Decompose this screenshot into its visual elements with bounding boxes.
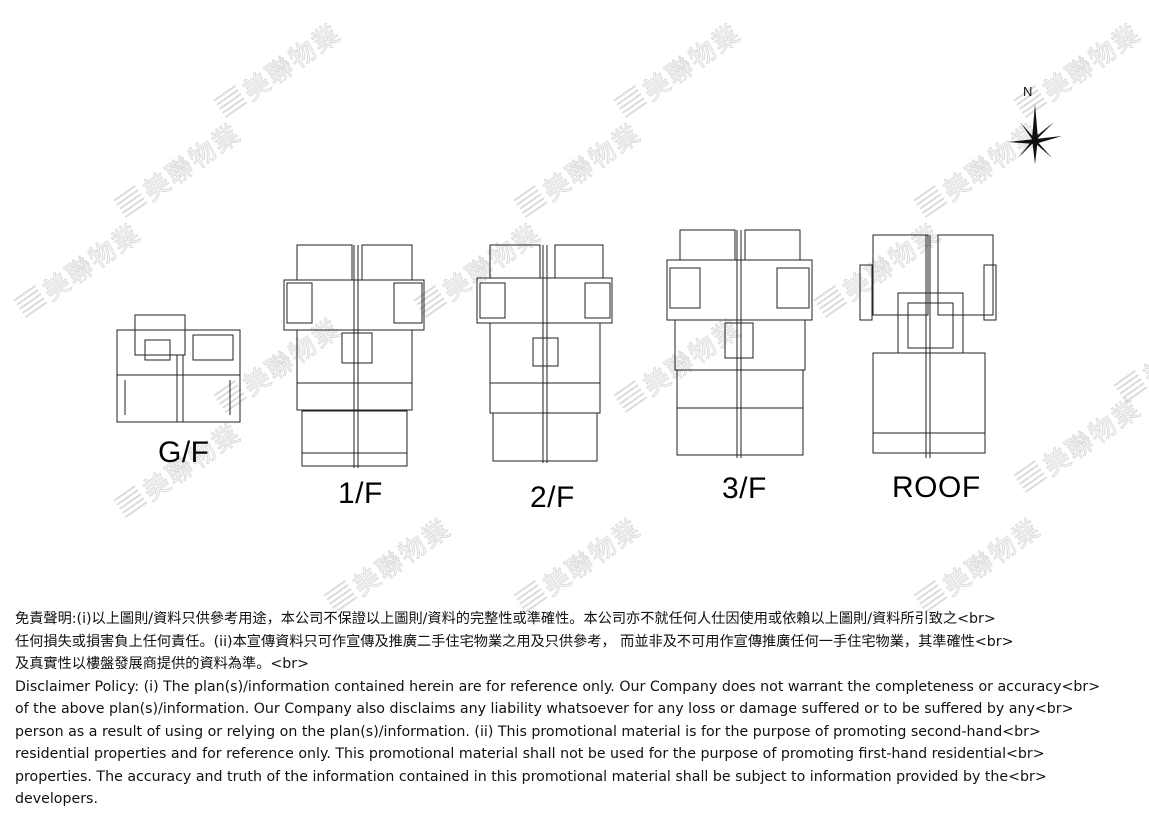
floor-label-1f: 1/F bbox=[338, 477, 383, 510]
disclaimer-line: 及真實性以樓盤發展商提供的資料為準。<br> bbox=[15, 656, 309, 672]
watermark-logo: 美聯物業 bbox=[1110, 294, 1149, 413]
watermark-logo: 美聯物業 bbox=[510, 504, 656, 623]
floor-label-roof: ROOF bbox=[892, 471, 981, 504]
watermark-text: 美聯物業 bbox=[1038, 393, 1148, 483]
watermark-bars-icon bbox=[13, 285, 48, 318]
floor-label-2f: 2/F bbox=[530, 481, 575, 514]
watermark-logo: 美聯物業 bbox=[110, 109, 256, 228]
watermark-bars-icon bbox=[1113, 370, 1148, 403]
floor-plan-roof bbox=[859, 234, 997, 458]
watermark-text: 美聯物業 bbox=[238, 18, 348, 108]
floor-plan-image: 美聯物業美聯物業美聯物業美聯物業美聯物業美聯物業美聯物業美聯物業美聯物業美聯物業… bbox=[13, 9, 1149, 613]
floor-label-3f: 3/F bbox=[722, 472, 767, 505]
watermark-bars-icon bbox=[113, 185, 148, 218]
disclaimer-line: 任何損失或損害負上任何責任。(ii)本宣傳資料只可作宣傳及推廣二手住宅物業之用及… bbox=[15, 633, 1014, 650]
disclaimer-line: Disclaimer Policy: (i) The plan(s)/infor… bbox=[15, 678, 1101, 695]
floor-plan-2f bbox=[476, 244, 613, 463]
watermark-bars-icon bbox=[113, 485, 148, 518]
watermark-bars-icon bbox=[613, 380, 648, 413]
watermark-text: 美聯物業 bbox=[1138, 303, 1149, 393]
floor-plan-gf bbox=[116, 314, 241, 423]
watermark-logo: 美聯物業 bbox=[320, 504, 466, 623]
watermark-logo: 美聯物業 bbox=[210, 9, 356, 128]
watermark-text: 美聯物業 bbox=[538, 513, 648, 603]
watermark-bars-icon bbox=[213, 85, 248, 118]
floor-label-gf: G/F bbox=[158, 436, 210, 469]
disclaimer-line: residential properties and for reference… bbox=[15, 746, 1045, 762]
watermark-bars-icon bbox=[913, 185, 948, 218]
watermark-text: 美聯物業 bbox=[348, 513, 458, 603]
compass-star-icon bbox=[1008, 104, 1062, 164]
watermark-text: 美聯物業 bbox=[638, 18, 748, 108]
disclaimer-line: person as a result of using or relying o… bbox=[15, 723, 1041, 740]
disclaimer-line: properties. The accuracy and truth of th… bbox=[15, 768, 1047, 785]
watermark-logo: 美聯物業 bbox=[610, 9, 756, 128]
watermark-bars-icon bbox=[513, 185, 548, 218]
watermark-bars-icon bbox=[813, 285, 848, 318]
watermark-bars-icon bbox=[613, 85, 648, 118]
watermark-logo: 美聯物業 bbox=[1010, 384, 1149, 503]
floor-plan-3f bbox=[666, 229, 813, 458]
watermark-text: 美聯物業 bbox=[138, 118, 248, 208]
disclaimer-line: of the above plan(s)/information. Our Co… bbox=[15, 701, 1074, 717]
disclaimer-line: 免責聲明:(i)以上圖則/資料只供參考用途，本公司不保證以上圖則/資料的完整性或… bbox=[15, 611, 996, 627]
compass-north-label: N bbox=[1023, 84, 1033, 99]
disclaimer-line: developers. bbox=[15, 791, 98, 807]
watermark-bars-icon bbox=[1013, 460, 1048, 493]
disclaimer-text: 免責聲明:(i)以上圖則/資料只供參考用途，本公司不保證以上圖則/資料的完整性或… bbox=[15, 608, 1145, 811]
watermark-logo: 美聯物業 bbox=[510, 109, 656, 228]
watermark-text: 美聯物業 bbox=[38, 218, 148, 308]
watermark-text: 美聯物業 bbox=[938, 513, 1048, 603]
watermark-text: 美聯物業 bbox=[538, 118, 648, 208]
floor-plan-1f bbox=[283, 244, 425, 468]
watermark-logo: 美聯物業 bbox=[910, 504, 1056, 623]
